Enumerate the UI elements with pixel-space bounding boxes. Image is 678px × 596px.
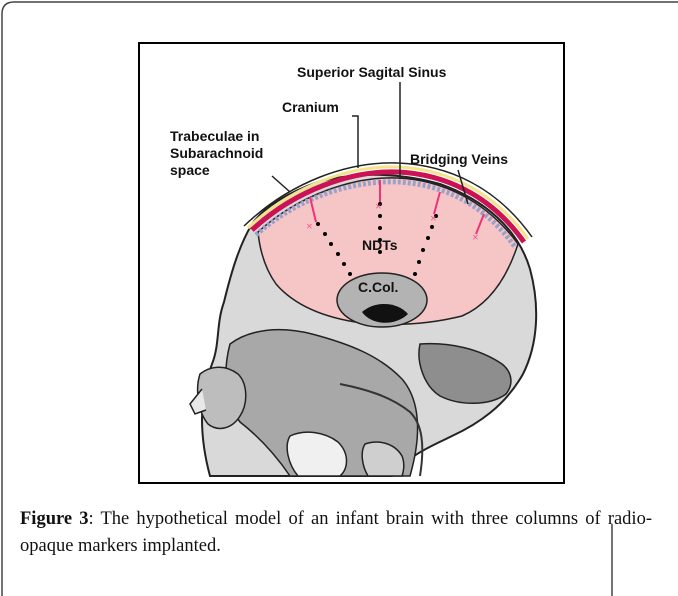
figure-caption: Figure 3: The hypothetical model of an i… — [20, 506, 652, 560]
label-trabeculae-3: space — [170, 162, 210, 178]
caption-label: Figure 3 — [20, 509, 89, 529]
caption-text: : The hypothetical model of an infant br… — [20, 509, 652, 556]
label-trabeculae-1: Trabeculae in — [170, 128, 259, 144]
svg-text:×: × — [472, 230, 479, 244]
infant-brain-diagram: × × × × Superior Sagital Sinus Cranium T… — [140, 44, 565, 484]
label-superior-sagital-sinus: Superior Sagital Sinus — [297, 64, 447, 80]
label-c-col: C.Col. — [358, 279, 398, 295]
label-bridging-veins: Bridging Veins — [410, 151, 508, 167]
svg-text:×: × — [375, 199, 382, 213]
label-cranium: Cranium — [282, 99, 339, 115]
figure-image: × × × × Superior Sagital Sinus Cranium T… — [138, 42, 565, 484]
label-ndts: NDTs — [362, 237, 398, 253]
svg-text:×: × — [306, 219, 313, 233]
label-trabeculae-2: Subarachnoid — [170, 145, 263, 161]
svg-text:×: × — [430, 211, 437, 225]
